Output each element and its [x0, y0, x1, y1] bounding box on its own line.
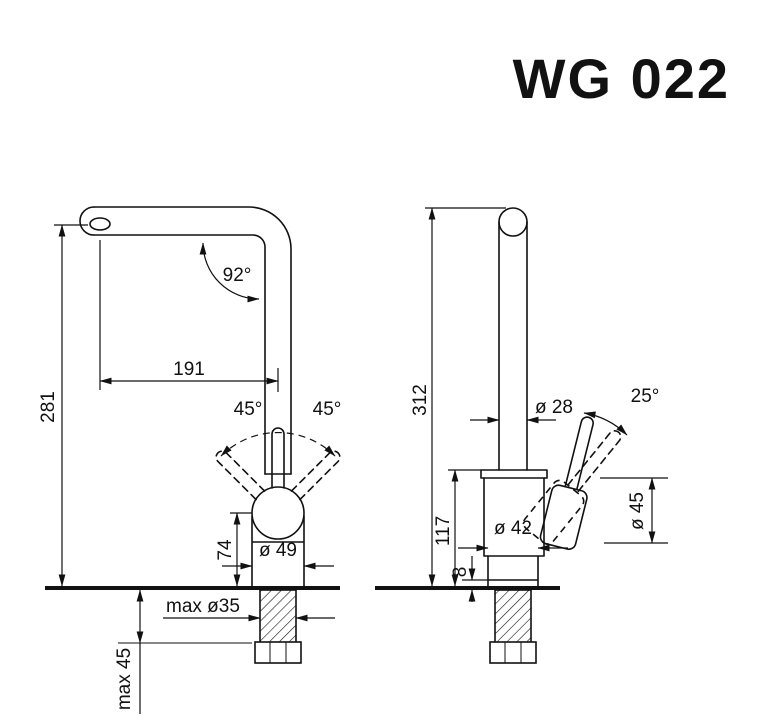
dim-lever-diameter: ø 45: [600, 477, 668, 544]
ball-joint: [251, 486, 305, 540]
spout-angle-arc: [199, 242, 260, 303]
swivel-right-label: 45°: [313, 399, 342, 420]
extension-lines: [600, 477, 668, 544]
lever-swivel-annotation: 45° 45°: [215, 399, 342, 501]
body-flange: [480, 469, 548, 479]
spout-outer-edge: [93, 206, 292, 475]
riser-pipe: [498, 221, 528, 471]
spout-angle-label: 92°: [223, 265, 252, 286]
lever-rod-dashed: [567, 430, 622, 494]
lever-body-dashed: [522, 479, 585, 545]
lever-side-solid: [539, 416, 594, 551]
mounting-nut: [489, 641, 537, 664]
side-view: 25° ø 28 312 117 8 ø 42: [375, 207, 668, 664]
model-title: WG 022: [513, 47, 730, 110]
dim-base-lip: 8: [450, 556, 488, 602]
dim-base-diameter-front: ø 49: [222, 540, 334, 570]
aerator-detail: [89, 217, 111, 231]
height-label: 281: [38, 391, 59, 423]
base-side: [487, 555, 539, 587]
reach-label: 191: [173, 359, 205, 380]
dim-base-diameter-side: ø 42: [458, 518, 568, 552]
dim-overall-height-side: 312: [410, 207, 506, 587]
lever-rod: [564, 416, 594, 491]
nut-facets: [504, 642, 522, 663]
base-lip-label: 8: [450, 567, 471, 578]
dim-mount-hole: max ø35: [163, 596, 335, 622]
deck-thickness-label: max 45: [114, 648, 135, 710]
spout-angle-annotation: 92°: [199, 242, 260, 303]
lever-body: [539, 484, 588, 551]
spout-end-cap: [79, 206, 95, 236]
body-height-label: 74: [215, 539, 236, 561]
swivel-left-label: 45°: [234, 399, 263, 420]
lever-angle-arc: [583, 411, 628, 436]
front-view: 45° 45° 92° 281 191 74 ø 49: [38, 206, 342, 714]
base-diameter-label: ø 42: [494, 518, 532, 539]
mount-hole-label: max ø35: [166, 596, 240, 617]
shank-side: [489, 589, 537, 664]
body-base-front: [251, 515, 305, 587]
shank-front: [254, 589, 302, 664]
dim-lever-angle: 25°: [583, 386, 660, 436]
height-label: 312: [410, 384, 431, 416]
faucet-front-outline: [79, 206, 305, 587]
nut-facets: [269, 642, 287, 663]
pipe-diameter-label: ø 28: [535, 397, 573, 418]
dim-overall-height-front: 281: [38, 224, 88, 587]
dim-body-height-front: 74: [215, 512, 252, 587]
threaded-shank: [494, 589, 532, 645]
dim-reach: 191: [99, 240, 279, 392]
lever-angle-label: 25°: [631, 386, 660, 407]
base-diameter-label: ø 49: [259, 540, 297, 561]
pipe-top-cap: [498, 207, 528, 237]
mounting-nut: [254, 641, 302, 664]
dim-pipe-diameter: ø 28: [470, 397, 573, 424]
swivel-arc: [220, 432, 336, 457]
threaded-shank: [259, 589, 297, 645]
dim-deck-thickness: max 45: [114, 589, 252, 714]
lever-diameter-label: ø 45: [627, 492, 648, 530]
spout-inner-edge: [93, 234, 266, 475]
body-height-label: 117: [433, 516, 454, 546]
dim-body-height-side: 117: [433, 469, 481, 587]
lever-front: [271, 427, 285, 489]
body-side: [483, 477, 545, 557]
